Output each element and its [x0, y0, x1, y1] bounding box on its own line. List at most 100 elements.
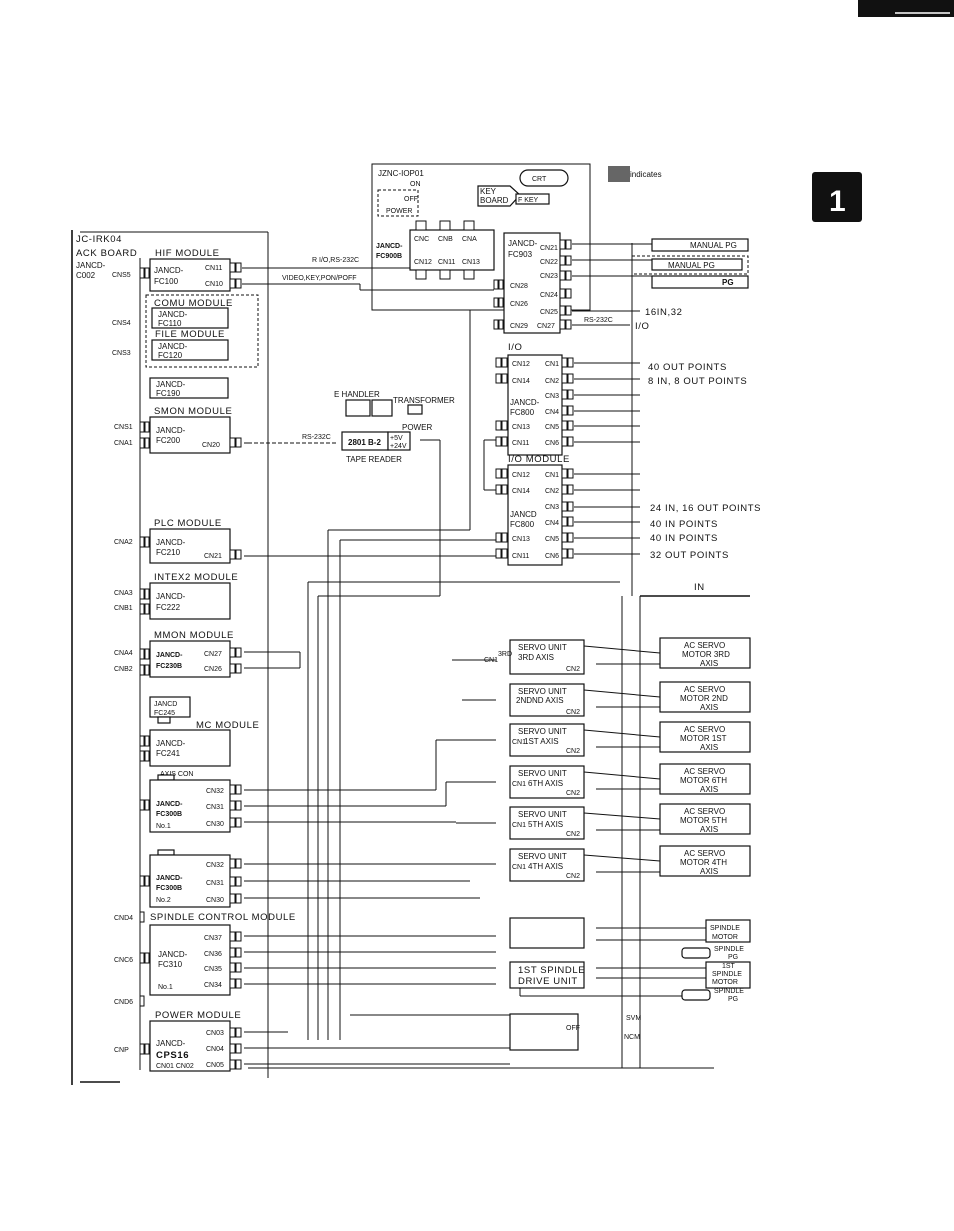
fc300b2-no: No.2 — [156, 897, 171, 904]
servo-unit-3rd: SERVO UNIT 3RD AXIS 3RD CN1 CN2 AC SERVO… — [484, 637, 751, 675]
hif-title: HIF MODULE — [155, 248, 220, 259]
spindle-control-title: SPINDLE CONTROL MODULE — [150, 912, 296, 923]
motor-1st-b: MOTOR 1ST — [680, 734, 727, 743]
tape-reader: E HANDLER TRANSFORMER POWER 2801 B-2 +5V… — [248, 390, 455, 464]
io-lower-id-b: FC800 — [510, 520, 535, 529]
fc245-id-b: FC245 — [154, 710, 175, 717]
servo-4th-title: SERVO UNIT — [518, 852, 567, 861]
fc903-outputs: MANUAL PG MANUAL PG PG 16IN,32 I/O — [572, 238, 749, 332]
file-id-b: FC120 — [158, 351, 183, 360]
spindle-cn34: CN34 — [204, 982, 222, 989]
power-id-a: JANCD- — [156, 1039, 186, 1048]
motor-1st-a: AC SERVO — [684, 725, 725, 734]
servo-2nd-title: SERVO UNIT — [518, 687, 567, 696]
io-upper-cn2: CN2 — [545, 378, 559, 385]
io-lower-board: I/O MODULE CN12 CN14 CN13 CN11 JANCD FC8… — [495, 243, 760, 597]
mmon-id-a: JANCD- — [156, 652, 183, 659]
legend-swatch — [608, 166, 630, 182]
spindle-id-b: FC310 — [158, 960, 183, 969]
motor-5th-b: MOTOR 5TH — [680, 816, 727, 825]
spindle-1st-b: SPINDLE — [712, 971, 742, 978]
power-switch-off: OFF — [566, 1025, 580, 1032]
fc300b2-id-a: JANCD- — [156, 875, 183, 882]
io-upper-cn11: CN11 — [512, 440, 529, 447]
motor-5th-a: AC SERVO — [684, 807, 725, 816]
fc300b2-cn31: CN31 — [206, 880, 224, 887]
rack-board-label: ACK BOARD — [76, 248, 137, 259]
fc903-rs232c: RS-232C — [584, 317, 613, 324]
fc300b1-cn32: CN32 — [206, 788, 224, 795]
motor-3rd-a: AC SERVO — [684, 641, 725, 650]
intex2-module: INTEX2 MODULE JANCD- FC222 — [139, 572, 238, 620]
fc903-cn29: CN29 — [510, 323, 528, 330]
tape-model: 2801 B-2 — [348, 438, 381, 447]
pg-output: PG — [722, 278, 734, 287]
cnb2-label: CNB2 — [114, 666, 133, 673]
motor-2nd-c: AXIS — [700, 703, 718, 712]
io-upper-cn6: CN6 — [545, 440, 559, 447]
io-upper-output-2: 8 IN, 8 OUT POINTS — [648, 376, 747, 387]
spindle-drive-a: 1ST SPINDLE — [518, 965, 585, 976]
mc-title: MC MODULE — [196, 720, 259, 731]
spindle-pg-a: SPINDLE — [714, 946, 744, 953]
fc300b-no1-module: JANCD- FC300B No.1 CN32 CN31 CN30 — [139, 774, 242, 833]
servo-5th-axis: 5TH AXIS — [528, 820, 563, 829]
servo-2nd-axis: 2NDND AXIS — [516, 696, 564, 705]
io-upper-board: I/O CN12 CN14 CN13 CN11 JANCD- FC800 CN1… — [495, 342, 747, 456]
header-bar — [858, 0, 954, 17]
servo-3rd-axis: 3RD AXIS — [518, 653, 554, 662]
iop-power: POWER — [386, 208, 412, 215]
smon-id-b: FC200 — [156, 436, 181, 445]
smon-module: SMON MODULE JANCD- FC200 CN20 — [139, 406, 242, 454]
comu-id-b: FC110 — [158, 319, 182, 328]
iop-fc900-a: JANCD- — [376, 243, 403, 250]
iop-cn11: CN11 — [438, 259, 455, 266]
mmon-id-b: FC230B — [156, 663, 182, 670]
fc300b1-no: No.1 — [156, 823, 171, 830]
cna3-label: CNA3 — [114, 590, 133, 597]
smon-title: SMON MODULE — [154, 406, 232, 417]
io-lower-cn5: CN5 — [545, 536, 559, 543]
hif-id-b: FC100 — [154, 277, 179, 286]
smon-cn20: CN20 — [202, 442, 220, 449]
power-module: POWER MODULE JANCD- CPS16 CN03 CN04 CN05… — [139, 1010, 242, 1072]
io-upper-cn1: CN1 — [545, 361, 559, 368]
io-lower-cn6: CN6 — [545, 553, 559, 560]
servo-3rd-cn2: CN2 — [566, 666, 580, 673]
servo-4th-axis: 4TH AXIS — [528, 862, 563, 871]
power-cn05: CN05 — [206, 1062, 224, 1069]
io-upper-id-b: FC800 — [510, 408, 535, 417]
iop-cn13: CN13 — [462, 259, 480, 266]
io-upper-cn13: CN13 — [512, 424, 530, 431]
tape-24v: +24V — [390, 443, 407, 450]
fc903-cn22: CN22 — [540, 259, 558, 266]
hif-id-a: JANCD- — [154, 266, 184, 275]
iop-off: OFF — [404, 196, 418, 203]
fc190-id-a: JANCD- — [156, 380, 186, 389]
servo-units: SERVO UNIT 3RD AXIS 3RD CN1 CN2 AC SERVO… — [484, 637, 751, 882]
iop-keyboard-b: BOARD — [480, 196, 509, 205]
io-upper-title: I/O — [508, 342, 522, 353]
legend-text: indicates — [630, 170, 662, 179]
io-lower-id-a: JANCD — [510, 510, 537, 519]
power-switch-ncm: NCM — [624, 1034, 640, 1041]
iop-fc900-b: FC900B — [376, 253, 402, 260]
servo-unit-2nd: SERVO UNIT 2NDND AXIS CN2 AC SERVO MOTOR… — [509, 681, 751, 717]
manual-pg-1: MANUAL PG — [690, 241, 737, 250]
iop-signal-1: R I/O,RS-232C — [312, 257, 359, 264]
motor-3rd-b: MOTOR 3RD — [682, 650, 730, 659]
file-title: FILE MODULE — [155, 329, 225, 340]
servo-5th-title: SERVO UNIT — [518, 810, 567, 819]
smon-id-a: JANCD- — [156, 426, 186, 435]
file-id-a: JANCD- — [158, 342, 188, 351]
rack-panel: JC-IRK04 ACK BOARD JANCD- C002 — [71, 230, 269, 1085]
io-lower-cn4: CN4 — [545, 520, 559, 527]
servo-6th-axis: 6TH AXIS — [528, 779, 563, 788]
io-lower-output-4: 32 OUT POINTS — [650, 550, 729, 561]
spindle-1st-a: 1ST — [722, 963, 736, 970]
spindle-drive-area: 1ST SPINDLE DRIVE UNIT SPINDLE MOTOR SPI… — [509, 917, 751, 1003]
fc300b1-id-b: FC300B — [156, 811, 182, 818]
fc903-cn28: CN28 — [510, 283, 528, 290]
cnc6-label: CNC6 — [114, 957, 133, 964]
